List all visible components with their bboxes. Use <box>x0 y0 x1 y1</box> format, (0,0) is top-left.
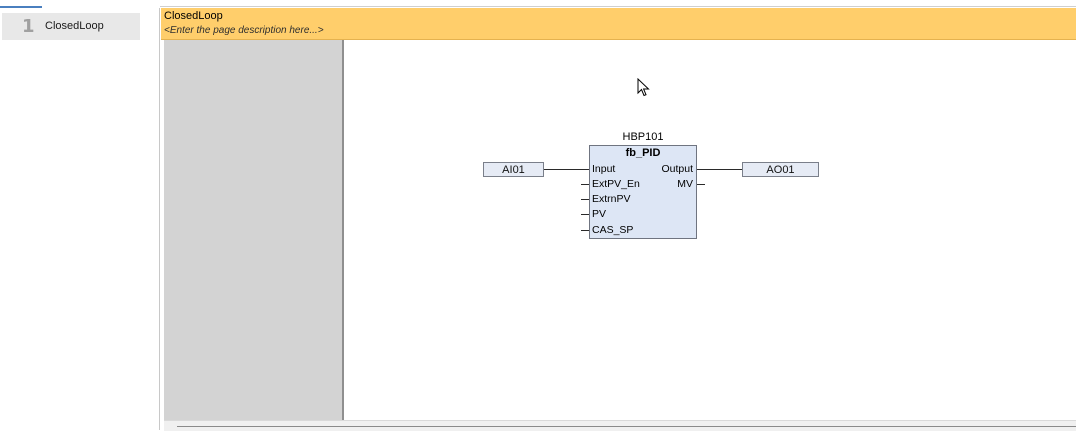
pin-extpv-en[interactable]: ExtPV_En <box>592 178 640 190</box>
pin-stub-pv <box>581 214 589 215</box>
tab-stub[interactable] <box>0 0 42 8</box>
pin-stub-mv <box>697 184 705 185</box>
pin-mv[interactable]: MV <box>677 178 693 190</box>
scrollbar-track-line <box>177 426 1076 427</box>
splitter-line <box>160 6 1076 7</box>
pin-pv[interactable]: PV <box>592 208 607 220</box>
left-margin <box>164 40 342 420</box>
mouse-cursor-icon <box>637 78 650 97</box>
pin-input[interactable]: Input <box>592 163 616 175</box>
page-header: ClosedLoop <Enter the page description h… <box>161 8 1076 40</box>
page-number: 1 <box>22 16 35 37</box>
pin-output[interactable]: Output <box>661 163 693 175</box>
top-strip <box>0 0 1076 8</box>
margin-border <box>342 40 344 420</box>
horizontal-scrollbar[interactable] <box>164 420 1076 431</box>
page-title[interactable]: ClosedLoop <box>164 10 223 22</box>
pin-stub-cas-sp <box>581 230 589 231</box>
pin-cas-sp[interactable]: CAS_SP <box>592 224 634 236</box>
pin-extrnpv[interactable]: ExtrnPV <box>592 193 631 205</box>
function-block-type: fb_PID <box>625 147 661 159</box>
wire-output <box>697 169 742 170</box>
pin-stub-extrnpv <box>581 199 589 200</box>
function-block-fb-pid[interactable]: fb_PID Input ExtPV_En ExtrnPV PV CAS_SP … <box>589 145 697 239</box>
page-list: 1 ClosedLoop <box>0 8 160 430</box>
page-list-item-closedloop[interactable]: 1 ClosedLoop <box>2 13 140 40</box>
page-description[interactable]: <Enter the page description here...> <box>164 25 324 36</box>
output-variable-ao01[interactable]: AO01 <box>742 162 819 177</box>
collapse-arrows[interactable] <box>644 0 672 13</box>
wire-input <box>544 169 589 170</box>
input-variable-ai01[interactable]: AI01 <box>483 162 544 177</box>
page-name: ClosedLoop <box>45 20 104 32</box>
function-block-instance-name: HBP101 <box>622 131 664 143</box>
pin-stub-extpv-en <box>581 184 589 185</box>
